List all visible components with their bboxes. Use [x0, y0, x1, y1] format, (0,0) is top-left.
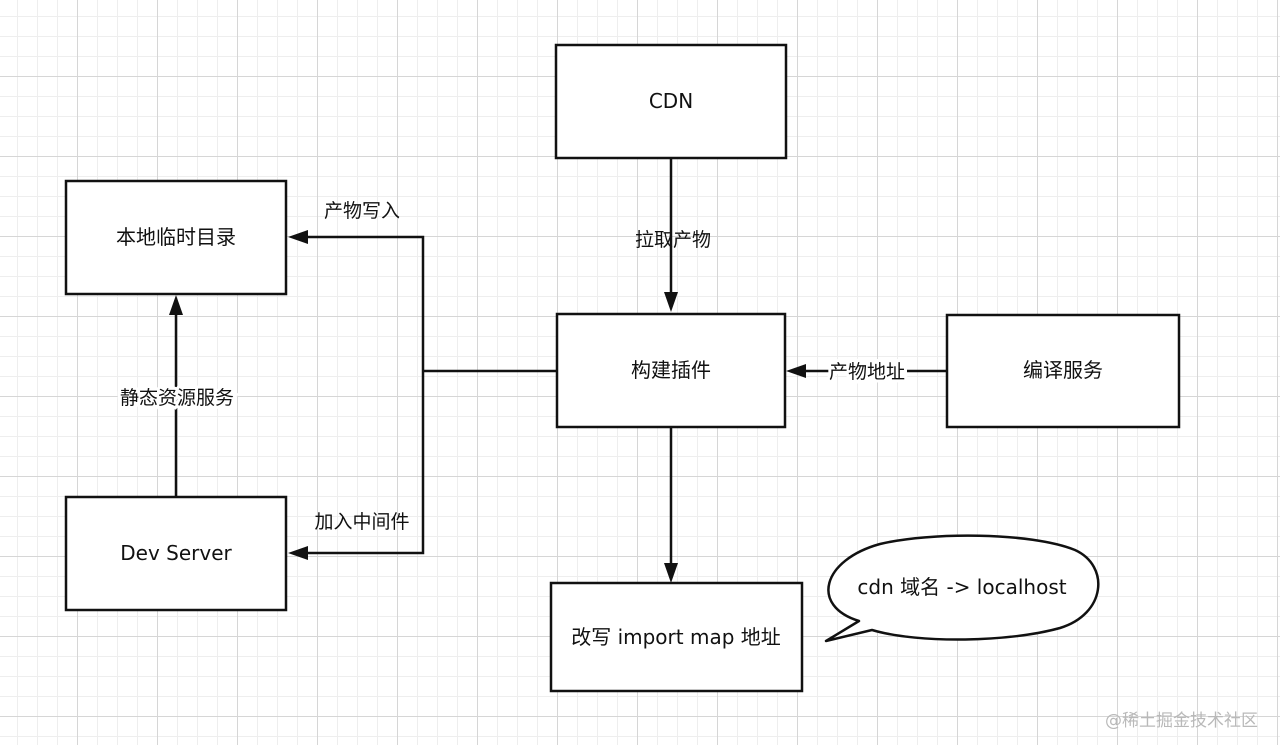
- callout-bubble-shape: [824, 534, 1100, 643]
- node-compile-service: 编译服务: [945, 313, 1181, 429]
- node-rewrite-import-map: 改写 import map 地址: [549, 581, 804, 693]
- edge-label-fetch-artifacts: 拉取产物: [635, 229, 711, 251]
- node-local-temp-dir-box: [64, 179, 288, 296]
- edge-label-static-resource-service: 静态资源服务: [120, 387, 234, 409]
- node-rewrite-import-map-box: [549, 581, 804, 693]
- edge-label-add-middleware: 加入中间件: [314, 511, 409, 533]
- node-dev-server-label: Dev Server: [120, 541, 232, 565]
- node-compile-service-box: [945, 313, 1181, 429]
- node-build-plugin: 构建插件: [555, 312, 787, 429]
- node-build-plugin-label: 构建插件: [631, 358, 711, 382]
- node-compile-service-label: 编译服务: [1023, 358, 1103, 382]
- node-dev-server: Dev Server: [64, 495, 288, 612]
- arrowhead-dev-server: [288, 546, 308, 560]
- arrowhead-build-plugin-right: [786, 364, 806, 378]
- arrowhead-rewrite-top: [664, 563, 678, 583]
- edge-labels: 拉取产物 产物写入 产物地址 静态资源服务 加入中间件: [117, 200, 908, 533]
- callout-bubble: cdn 域名 -> localhost: [824, 534, 1100, 643]
- node-cdn-box: [554, 43, 788, 160]
- watermark: @稀土掘金技术社区: [1105, 711, 1258, 731]
- edge-label-artifact-address: 产物地址: [829, 361, 905, 383]
- node-build-plugin-box: [555, 312, 787, 429]
- connectors: [169, 158, 946, 583]
- node-cdn-label: CDN: [649, 89, 693, 113]
- node-dev-server-box: [64, 495, 288, 612]
- node-local-temp-dir: 本地临时目录: [64, 179, 288, 296]
- node-rewrite-import-map-label: 改写 import map 地址: [571, 625, 781, 649]
- node-local-temp-dir-label: 本地临时目录: [116, 225, 236, 249]
- arrowhead-local-temp-dir: [288, 230, 308, 244]
- node-cdn: CDN: [554, 43, 788, 160]
- edge-label-write-artifacts: 产物写入: [324, 200, 400, 222]
- arrowhead-local-temp-dir-bottom: [169, 295, 183, 315]
- arrowhead-build-plugin-top: [664, 292, 678, 312]
- callout-text: cdn 域名 -> localhost: [857, 575, 1066, 599]
- connector-trunk: [305, 235, 425, 555]
